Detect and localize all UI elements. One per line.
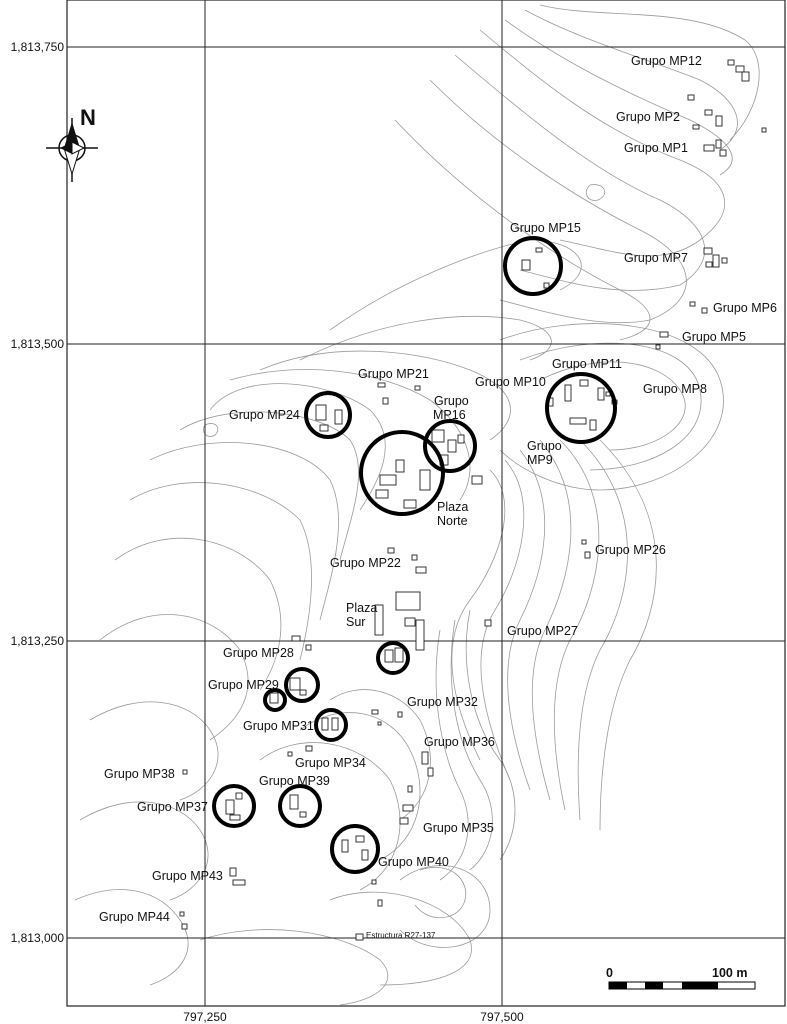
north-arrow-icon [46,118,98,182]
label-grupo-mp35: Grupo MP35 [423,821,494,835]
label-grupo-mp16-line2: MP16 [433,408,466,422]
northing-label: 1,813,250 [11,634,65,648]
label-grupo-mp24: Grupo MP24 [229,408,300,422]
label-plaza-norte-line1: Plaza [437,500,468,514]
contour-lines [74,4,760,1006]
label-plaza-norte-line2: Norte [437,514,468,528]
label-grupo-mp29: Grupo MP29 [208,678,279,692]
label-grupo-mp44: Grupo MP44 [99,910,170,924]
map-frame [66,0,786,1007]
scale-start-label: 0 [606,966,613,980]
group-circle-mp40 [330,824,380,874]
easting-label: 797,500 [480,1010,524,1024]
northing-label: 1,813,000 [11,931,65,945]
label-grupo-mp11: Grupo MP11 [552,357,622,371]
structures [179,59,767,941]
north-label: N [80,105,96,130]
group-circle-mp16 [423,419,477,473]
group-circles [212,236,617,874]
group-circle-plaza-norte [359,430,445,516]
label-grupo-mp27: Grupo MP27 [507,624,578,638]
label-grupo-mp10: Grupo MP10 [475,375,546,389]
label-grupo-mp2: Grupo MP2 [616,110,680,124]
group-circle-mp37 [212,784,256,828]
label-grupo-mp22: Grupo MP22 [330,556,401,570]
label-grupo-mp12: Grupo MP12 [631,54,702,68]
group-circle-mp31 [314,708,348,742]
group-circle-mp9-mp10-mp11 [545,372,617,444]
group-circle-mp28 [284,667,320,703]
label-grupo-mp21: Grupo MP21 [358,367,429,381]
label-grupo-mp6: Grupo MP6 [713,301,777,315]
scale-bar: 0 100 m [606,966,756,990]
label-plaza-sur-line1: Plaza [346,601,377,615]
group-circle-plaza-sur [376,641,410,675]
label-grupo-mp40: Grupo MP40 [378,855,449,869]
label-grupo-mp1: Grupo MP1 [624,141,688,155]
northing-label: 1,813,500 [11,337,65,351]
label-grupo-mp43: Grupo MP43 [152,869,223,883]
label-grupo-mp9-line1: Grupo [527,439,562,453]
group-circle-mp24 [304,391,352,439]
label-grupo-mp38: Grupo MP38 [104,767,175,781]
label-grupo-mp39: Grupo MP39 [259,774,330,788]
label-grupo-mp7: Grupo MP7 [624,251,688,265]
label-grupo-mp28: Grupo MP28 [223,646,294,660]
label-grupo-mp36: Grupo MP36 [424,735,495,749]
label-grupo-mp5: Grupo MP5 [682,330,746,344]
label-estructura-r27-137: Estructura R27-137 [366,931,436,940]
label-grupo-mp15: Grupo MP15 [510,221,581,235]
group-circle-mp39 [278,784,322,828]
coordinate-grid [67,0,785,1006]
easting-label: 797,250 [183,1010,227,1024]
label-grupo-mp8: Grupo MP8 [643,382,707,396]
group-circle-mp15 [503,236,563,296]
label-grupo-mp26: Grupo MP26 [595,543,666,557]
label-plaza-sur-line2: Sur [346,615,365,629]
label-grupo-mp31: Grupo MP31 [243,719,314,733]
label-grupo-mp34: Grupo MP34 [295,756,366,770]
scale-end-label: 100 m [712,966,747,980]
label-grupo-mp37: Grupo MP37 [137,800,208,814]
label-grupo-mp9-line2: MP9 [527,453,553,467]
northing-label: 1,813,750 [11,40,65,54]
group-circle-mp29 [263,688,287,712]
label-grupo-mp16-line1: Grupo [434,394,469,408]
group-labels: Grupo MP12 Grupo MP2 Grupo MP1 Grupo MP1… [99,54,777,940]
label-grupo-mp32: Grupo MP32 [407,695,478,709]
